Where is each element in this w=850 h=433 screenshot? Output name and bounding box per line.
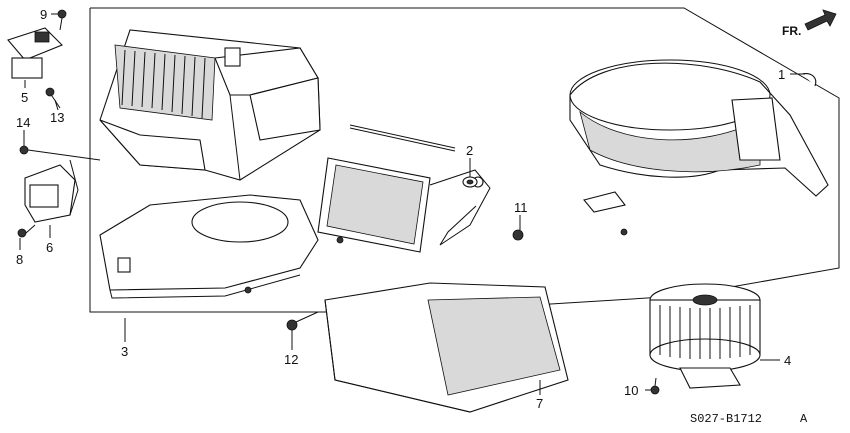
callout-6: 6 xyxy=(46,240,53,255)
callout-10: 10 xyxy=(624,383,638,398)
nut-14 xyxy=(19,145,29,155)
air-duct xyxy=(324,282,569,413)
front-arrow-icon xyxy=(804,9,837,31)
connector-block xyxy=(583,191,626,213)
screw-12 xyxy=(286,311,319,331)
lower-case-plate xyxy=(99,194,319,299)
front-label: FR. xyxy=(782,24,801,38)
blower-motor xyxy=(649,283,761,389)
callout-11: 11 xyxy=(514,200,528,215)
callout-3: 3 xyxy=(121,344,128,359)
screw-11 xyxy=(512,229,524,241)
screw-13 xyxy=(45,87,61,109)
assembly-outline xyxy=(89,7,840,313)
link-arm xyxy=(429,169,491,246)
callout-labels: 1 2 3 4 5 6 7 8 9 10 11 12 13 14 xyxy=(16,7,791,411)
callout-14: 14 xyxy=(16,115,30,130)
leader-lines xyxy=(19,13,805,395)
filter-frame xyxy=(317,124,456,253)
screw-10 xyxy=(650,377,660,395)
screw-filter-lower xyxy=(336,236,344,244)
drawing-code: S027-B1712 xyxy=(690,412,762,426)
drawing-suffix: A xyxy=(800,412,808,426)
callout-4: 4 xyxy=(784,353,791,368)
callout-8: 8 xyxy=(16,252,23,267)
actuator xyxy=(24,159,79,223)
callout-7: 7 xyxy=(536,396,543,411)
callout-1: 1 xyxy=(778,67,785,82)
blower-housing-right xyxy=(569,59,829,197)
blower-housing-upper xyxy=(99,29,321,181)
callout-13: 13 xyxy=(50,110,64,125)
callout-2: 2 xyxy=(466,143,473,158)
screw-connector xyxy=(620,228,628,236)
screw-housing-lower xyxy=(244,286,252,294)
resistor xyxy=(7,27,63,79)
grommet-2 xyxy=(462,176,478,188)
callout-12: 12 xyxy=(284,352,298,367)
clip-1 xyxy=(801,73,817,87)
callout-5: 5 xyxy=(21,90,28,105)
screw-9 xyxy=(57,9,67,31)
callout-9: 9 xyxy=(40,7,47,22)
front-direction-indicator: FR. xyxy=(782,9,837,38)
screw-8 xyxy=(17,224,36,238)
